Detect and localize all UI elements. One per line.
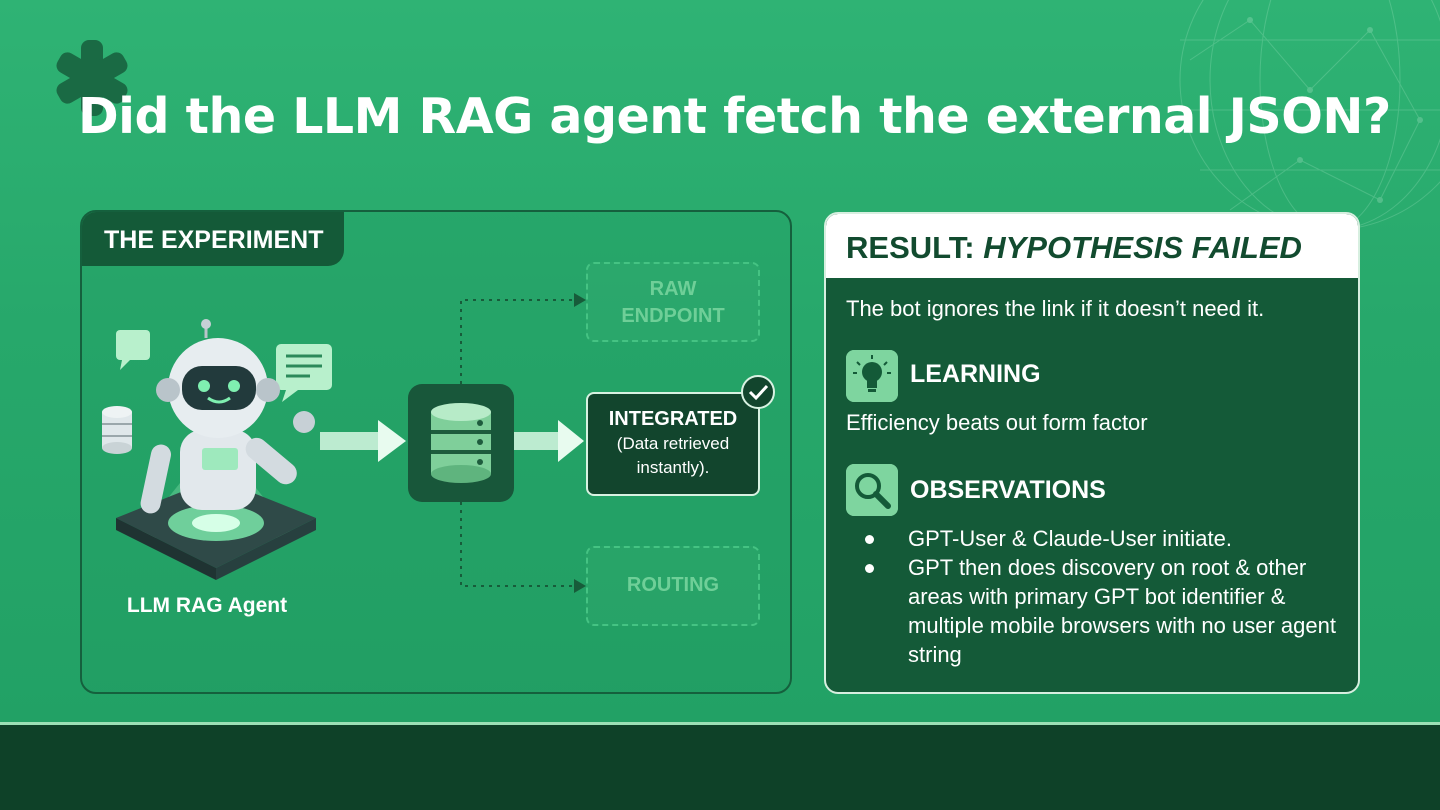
asterisk-gear-icon	[56, 40, 128, 116]
lightbulb-icon	[846, 350, 898, 402]
integrated-node: INTEGRATED (Data retrieved instantly).	[586, 392, 760, 496]
result-heading-prefix: RESULT:	[846, 230, 975, 265]
raw-endpoint-line1: RAW	[649, 278, 697, 300]
flow-connectors	[320, 293, 586, 593]
robot-icon	[102, 319, 332, 580]
database-icon	[431, 403, 491, 483]
list-item: GPT then does discovery on root & other …	[862, 553, 1342, 669]
magnifier-icon	[846, 464, 898, 516]
result-heading-emphasis: HYPOTHESIS FAILED	[983, 230, 1302, 265]
footer-bar	[0, 722, 1440, 810]
observations-list: GPT-User & Claude-User initiate. GPT the…	[862, 524, 1342, 669]
result-panel: RESULT: HYPOTHESIS FAILED The bot ignore…	[824, 212, 1360, 694]
agent-label: LLM RAG Agent	[126, 594, 288, 617]
list-item: GPT-User & Claude-User initiate.	[862, 524, 1342, 553]
database-node	[408, 384, 514, 502]
routing-node: ROUTING	[586, 546, 760, 626]
page-title: Did the LLM RAG agent fetch the external…	[78, 88, 1391, 145]
observations-heading: OBSERVATIONS	[910, 476, 1106, 504]
experiment-tab-label: THE EXPERIMENT	[82, 212, 344, 266]
result-heading: RESULT: HYPOTHESIS FAILED	[826, 214, 1358, 278]
integrated-subtitle-line1: (Data retrieved	[616, 434, 730, 453]
raw-endpoint-node: RAW ENDPOINT	[586, 262, 760, 342]
integrated-title: INTEGRATED	[608, 408, 738, 430]
check-icon	[741, 375, 775, 409]
integrated-subtitle-line2: instantly).	[636, 458, 710, 477]
result-summary: The bot ignores the link if it doesn’t n…	[846, 296, 1265, 321]
learning-heading: LEARNING	[910, 360, 1041, 388]
learning-text: Efficiency beats out form factor	[846, 410, 1148, 435]
raw-endpoint-line2: ENDPOINT	[621, 305, 725, 327]
